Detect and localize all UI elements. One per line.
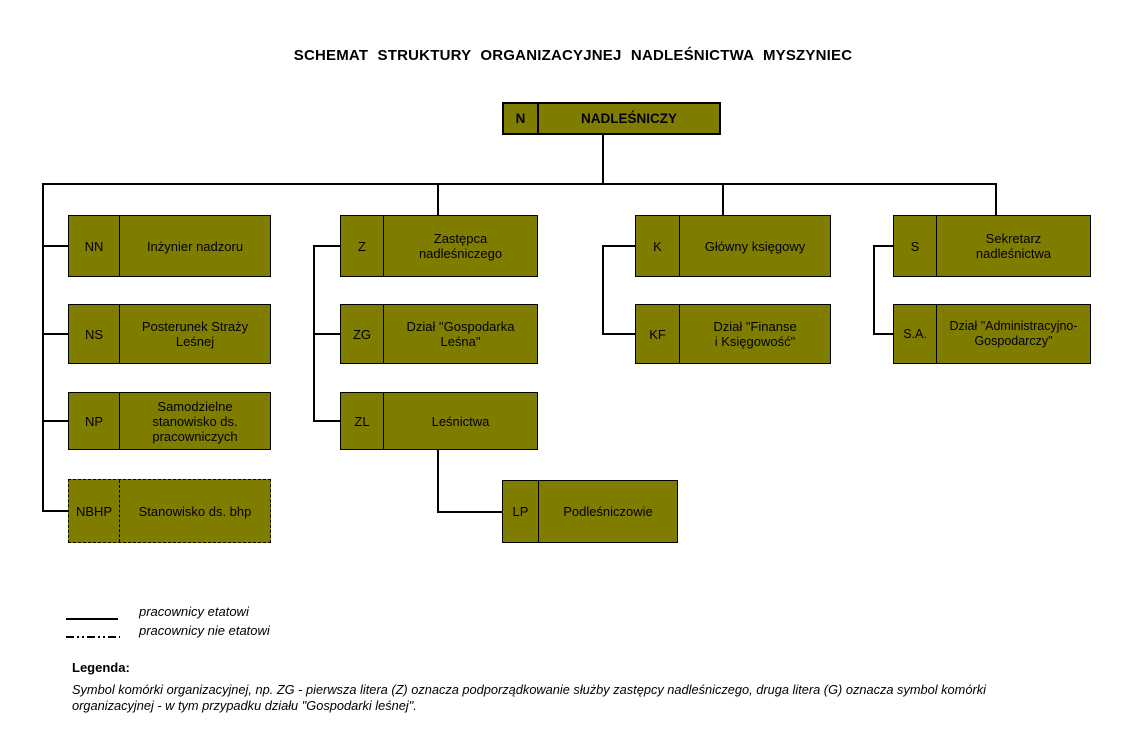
connector-col3-vertical [602, 245, 604, 334]
connector-stub-zl [313, 420, 340, 422]
org-symbol: ZL [341, 393, 384, 449]
org-box-finanse-ksiegowosc: KF Dział "Finanse i Księgowość" [635, 304, 831, 364]
org-box-sekretarz: S Sekretarz nadleśnictwa [893, 215, 1091, 277]
org-symbol: NN [69, 216, 120, 276]
org-symbol: Z [341, 216, 384, 276]
legend-dashed-label: pracownicy nie etatowi [139, 623, 270, 638]
org-label: Dział "Administracyjno- Gospodarczy" [949, 319, 1078, 348]
org-box-nadlesniczy: N NADLEŚNICZY [502, 102, 721, 135]
org-symbol: NS [69, 305, 120, 363]
legend-dashed-line [66, 636, 120, 638]
page-title: SCHEMAT STRUKTURY ORGANIZACYJNEJ NADLEŚN… [293, 47, 853, 64]
org-label: Posterunek Straży Leśnej [141, 319, 249, 349]
connector-stub-zg [313, 333, 340, 335]
org-box-podlesniczowie: LP Podleśniczowie [502, 480, 678, 543]
org-symbol: LP [503, 481, 539, 542]
org-symbol: NBHP [69, 480, 120, 542]
org-symbol: K [636, 216, 680, 276]
connector-stub-np [42, 420, 68, 422]
org-symbol: S.A. [894, 305, 937, 363]
connector-zl-lp-horizontal [437, 511, 502, 513]
connector-s-drop [995, 183, 997, 215]
connector-main-horizontal [42, 183, 997, 185]
org-label: Dział "Gospodarka Leśna" [406, 319, 515, 349]
org-label: NADLEŚNICZY [580, 111, 677, 126]
legend-note-line2: organizacyjnej - w tym przypadku działu … [72, 698, 417, 713]
org-symbol: ZG [341, 305, 384, 363]
connector-root-drop [602, 135, 604, 183]
legend-solid-label: pracownicy etatowi [139, 604, 249, 619]
org-label: Samodzielne stanowisko ds. pracowniczych [152, 398, 238, 444]
org-box-glowny-ksiegowy: K Główny księgowy [635, 215, 831, 277]
org-box-inzynier-nadzoru: NN Inżynier nadzoru [68, 215, 271, 277]
connector-k-drop [722, 183, 724, 215]
legend-note-line1: Symbol komórki organizacyjnej, np. ZG - … [72, 682, 986, 697]
org-symbol: KF [636, 305, 680, 363]
org-symbol: N [504, 104, 539, 133]
org-label: Sekretarz nadleśnictwa [975, 231, 1052, 261]
org-label: Główny księgowy [704, 238, 806, 254]
org-box-administracyjno-gospodarczy: S.A. Dział "Administracyjno- Gospodarczy… [893, 304, 1091, 364]
org-box-zastepca: Z Zastępca nadleśniczego [340, 215, 538, 277]
connector-stub-nn [42, 245, 68, 247]
legend-solid-line [66, 618, 118, 620]
org-box-gospodarka-lesna: ZG Dział "Gospodarka Leśna" [340, 304, 538, 364]
org-label: Zastępca nadleśniczego [418, 231, 503, 261]
connector-stub-kf [602, 333, 635, 335]
connector-stub-z [313, 245, 340, 247]
org-label: Inżynier nadzoru [146, 238, 244, 254]
org-box-stanowisko-pracownicze: NP Samodzielne stanowisko ds. pracownicz… [68, 392, 271, 450]
connector-stub-s [873, 245, 893, 247]
connector-z-drop [437, 183, 439, 215]
org-label: Podleśniczowie [563, 504, 653, 519]
org-label: Stanowisko ds. bhp [138, 503, 252, 519]
connector-col1-vertical [42, 183, 44, 511]
connector-stub-k [602, 245, 635, 247]
connector-stub-nbhp [42, 510, 68, 512]
org-label: Dział "Finanse i Księgowość" [713, 319, 797, 349]
legend-heading: Legenda: [72, 660, 130, 675]
org-box-lesnictwa: ZL Leśnictwa [340, 392, 538, 450]
connector-zl-lp-vertical [437, 450, 439, 512]
org-box-posterunek-strazy: NS Posterunek Straży Leśnej [68, 304, 271, 364]
org-label: Leśnictwa [431, 413, 490, 429]
org-symbol: S [894, 216, 937, 276]
connector-stub-sa [873, 333, 893, 335]
org-box-stanowisko-bhp: NBHP Stanowisko ds. bhp [68, 479, 271, 543]
connector-stub-ns [42, 333, 68, 335]
org-symbol: NP [69, 393, 120, 449]
connector-col4-vertical [873, 245, 875, 334]
